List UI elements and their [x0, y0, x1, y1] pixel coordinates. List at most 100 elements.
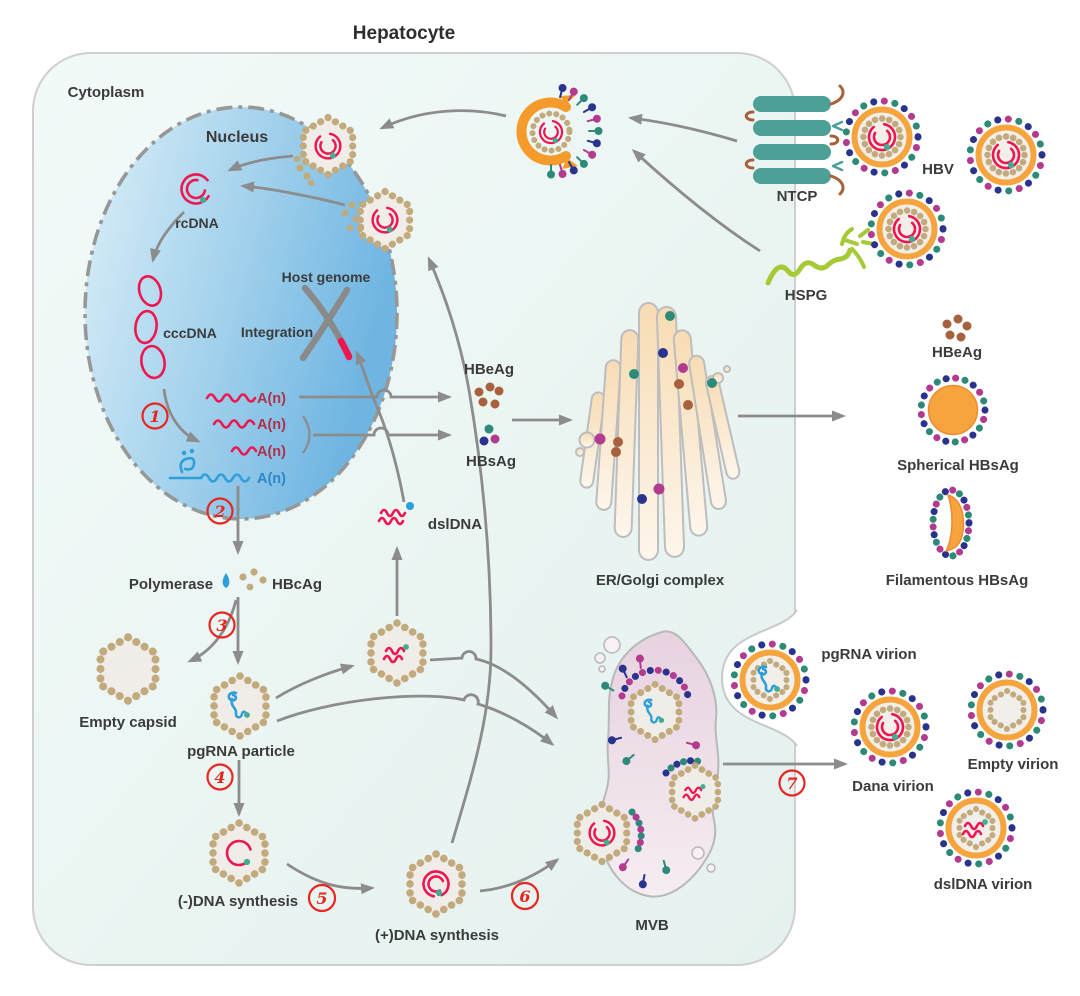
er-golgi-label: ER/Golgi complex [596, 572, 725, 589]
svg-text:4: 4 [214, 768, 225, 787]
arrow-pgrna-to-dsldna-capsid [275, 663, 355, 700]
polymerase-label: Polymerase [129, 576, 213, 593]
arrow-ntcp-entry [628, 113, 738, 143]
uncoating-virion [516, 82, 604, 180]
dsldna-virion-label: dslDNA virion [934, 876, 1033, 893]
step-1: 1 [141, 402, 169, 430]
rcdna-label: rcDNA [175, 215, 219, 231]
dana-virion [854, 691, 926, 763]
hspg-molecule [765, 227, 875, 286]
step-7: 7 [778, 769, 806, 797]
empty-virion [971, 674, 1043, 746]
ntcp-receptor [744, 84, 845, 196]
cytoplasm-label: Cytoplasm [68, 84, 145, 101]
pgrna-polya-label: A(n) [257, 471, 286, 487]
mrna-wave-3 [230, 446, 258, 456]
spherical-hbsag-label: Spherical HBsAg [897, 457, 1019, 474]
mrna-polya-label-2: A(n) [257, 417, 286, 433]
step-2: 2 [206, 497, 234, 525]
arrow-mrna-to-hbsag [313, 426, 452, 441]
pgrna-virion-label: pgRNA virion [821, 646, 916, 663]
secreted-hbeag-dots [942, 314, 972, 342]
pgrna-wave [168, 473, 251, 483]
step-6: 6 [510, 881, 540, 911]
plus-dna-label: (+)DNA synthesis [375, 927, 499, 944]
arrow-capsid-recycling [427, 256, 493, 844]
arrow-step1-transcription [162, 388, 201, 443]
hbcag-label: HBcAg [272, 576, 322, 593]
empty-virion-label: Empty virion [968, 756, 1059, 773]
er-golgi-complex [575, 302, 741, 561]
viral-mrnas [168, 393, 258, 483]
hbv-label: HBV [922, 161, 954, 178]
svg-text:7: 7 [786, 774, 797, 793]
hbv-virion-1 [846, 101, 918, 173]
mrna-polya-label-3: A(n) [257, 444, 286, 460]
nucleus-envelope [83, 105, 399, 521]
hbsag-label: HBsAg [466, 453, 516, 470]
arrow-step5 [286, 862, 375, 895]
cccdna-label: cccDNA [163, 325, 217, 341]
arrow-rcdna-to-cccdna [150, 211, 185, 263]
golgi-cargo-dots [594, 311, 717, 504]
hbeag-label: HBeAg [464, 361, 514, 378]
minus-dna-label: (-)DNA synthesis [178, 893, 298, 910]
mvb-content [577, 653, 718, 890]
hbv-virion-3 [871, 193, 943, 265]
peeling-envelope [516, 97, 571, 166]
plus-dna-capsid [410, 854, 462, 914]
mvb-dsldna-capsid [672, 766, 718, 819]
svg-text:6: 6 [519, 887, 530, 906]
minus-dna-capsid [213, 823, 265, 883]
rcdna-molecule [180, 173, 212, 205]
cccdna-molecule [134, 275, 166, 380]
integrated-hbv-dna [337, 337, 353, 361]
pgrna-particle-label: pgRNA particle [187, 743, 295, 760]
arrow-capsid1-to-rcdna [227, 154, 294, 172]
dsldna-virion [940, 792, 1012, 864]
hbcag-dots [239, 568, 267, 591]
mrna-bracket [302, 415, 311, 454]
dsldna-label: dslDNA [428, 516, 482, 533]
svg-text:1: 1 [149, 407, 160, 426]
nucleus-label: Nucleus [206, 129, 268, 146]
arrow-step3-empty-branch [187, 599, 238, 663]
secreted-hbeag-label: HBeAg [932, 344, 982, 361]
dsldna-molecule [377, 502, 414, 526]
svg-text:2: 2 [213, 502, 225, 521]
host-genome [299, 284, 353, 362]
integration-label: Integration [241, 324, 313, 340]
incoming-capsid-nuclear-pore-1 [303, 118, 352, 175]
polymerase-hbcag-pool [222, 568, 267, 591]
spherical-hbsag [921, 378, 985, 442]
step-5: 5 [307, 883, 337, 913]
arrow-dsldna-capsid-to-mvb [429, 650, 558, 720]
hbsag-dots-cytoplasm [479, 424, 500, 446]
mvb-dana-capsid [577, 805, 626, 862]
figure-title: Hepatocyte [353, 23, 455, 44]
dsldna-capsid [371, 623, 423, 683]
pgrna-particle-capsid [214, 676, 266, 736]
svg-text:5: 5 [316, 889, 327, 908]
arrow-capsid2-to-rcdna [240, 181, 346, 207]
arrow-step6-to-mvb [479, 858, 560, 893]
hspg-label: HSPG [785, 287, 828, 304]
svg-text:3: 3 [216, 616, 227, 635]
empty-capsid-label: Empty capsid [79, 714, 177, 731]
arrow-pgrna-to-mvb [276, 693, 555, 746]
polymerase-droplet [222, 573, 230, 588]
incoming-capsid-nuclear-pore-2 [360, 192, 409, 249]
mrna-wave-2 [212, 419, 256, 429]
arrow-mrna-to-hbeag [299, 388, 452, 403]
arrow-entry-uncoating [379, 109, 507, 130]
arrow-hspg-entry [631, 148, 761, 253]
mrna-wave-1 [205, 393, 257, 403]
step-3: 3 [208, 611, 236, 639]
mrna-polya-label-1: A(n) [257, 391, 286, 407]
hbeag-dots-cytoplasm [474, 382, 504, 409]
pgrna-polymerase-glyph [179, 456, 196, 474]
mvb-label: MVB [635, 917, 669, 934]
empty-capsid [100, 637, 155, 701]
